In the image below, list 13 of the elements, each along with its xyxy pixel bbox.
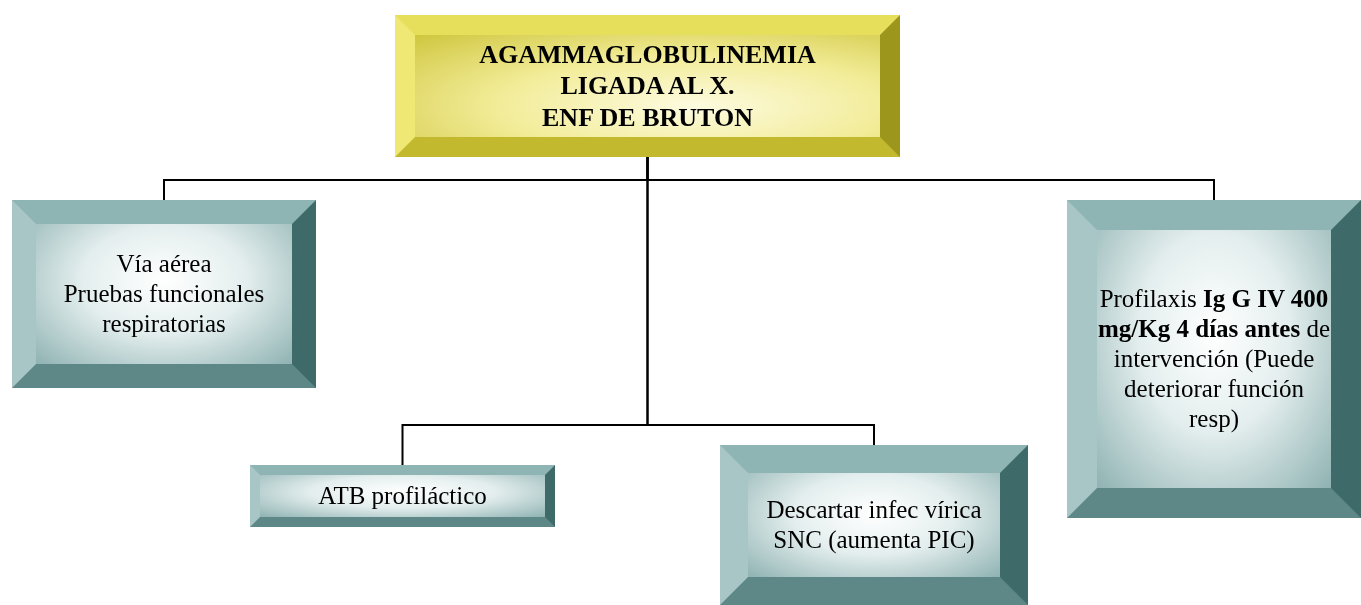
box-text: Profilaxis Ig G IV 400 mg/Kg 4 días antes de intervención (Puede deteriorar función resp) [1097, 284, 1331, 434]
process-box [250, 465, 555, 527]
process-box [1067, 200, 1361, 518]
box-text: Pruebas funcionales respiratorias [62, 279, 266, 339]
box-text: AGAMMAGLOBULINEMIA LIGADA AL X. [478, 39, 817, 102]
process-box [12, 200, 316, 388]
box-text: Vía aérea [116, 249, 212, 279]
title-box [395, 15, 900, 157]
box-text: ENF DE BRUTON [542, 101, 753, 133]
connector-line [646, 156, 875, 446]
process-box [720, 445, 1028, 605]
box-text: Descartar infec vírica SNC (aumenta PIC) [765, 495, 983, 555]
box-text: ATB profiláctico [318, 481, 487, 511]
